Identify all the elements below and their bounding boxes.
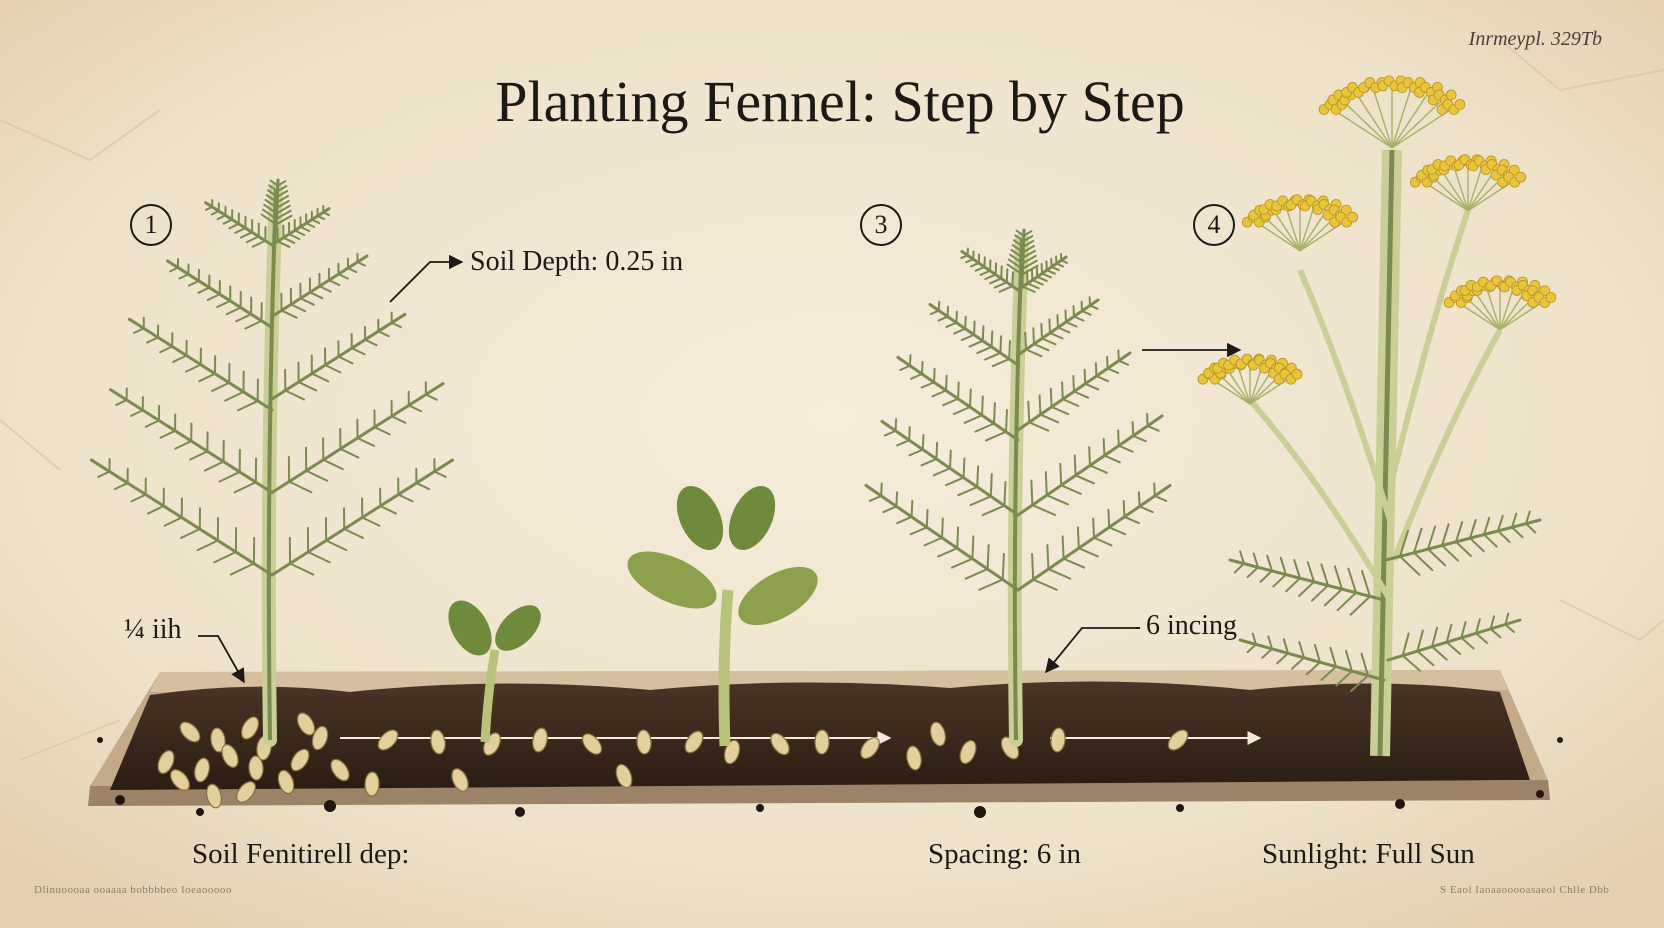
paper-creases bbox=[0, 39, 1664, 761]
annotation-arrows bbox=[198, 254, 1242, 684]
step-number-3: 3 bbox=[860, 204, 902, 246]
arrow-icon bbox=[198, 635, 245, 684]
footer-fine-print-right: S Eaol Iaoaaooooasaeol Chlle Dbb bbox=[1440, 884, 1610, 896]
step-number-4: 4 bbox=[1193, 204, 1235, 246]
annotation-soil-depth: Soil Depth: 0.25 in bbox=[470, 246, 684, 277]
caption-spacing: Spacing: 6 in bbox=[928, 838, 1082, 870]
seedling-small bbox=[448, 600, 541, 743]
annotation-quarter-inch: ¼ iih bbox=[124, 614, 182, 645]
arrow-icon bbox=[1045, 627, 1140, 674]
page-title: Planting Fennel: Step by Step bbox=[495, 69, 1185, 134]
caption-sunlight: Sunlight: Full Sun bbox=[1262, 838, 1475, 870]
catalog-mark: Inrmeypl. 329Tb bbox=[1468, 28, 1602, 50]
step-number-1: 1 bbox=[130, 204, 172, 246]
footer-fine-print-left: Dlinuoooaa ooaaaa bobbbbeo Ioeaooooo bbox=[34, 884, 232, 896]
caption-soil: Soil Fenitirell dep: bbox=[192, 838, 410, 870]
arrow-icon bbox=[389, 254, 464, 303]
seedling-large bbox=[627, 486, 818, 747]
seed-group bbox=[157, 712, 1189, 809]
fennel-plant-flowering bbox=[1197, 75, 1557, 757]
annotation-spacing-note: 6 incing bbox=[1146, 610, 1237, 641]
fennel-plant-mature bbox=[90, 178, 454, 747]
fennel-plant-young bbox=[864, 228, 1172, 747]
